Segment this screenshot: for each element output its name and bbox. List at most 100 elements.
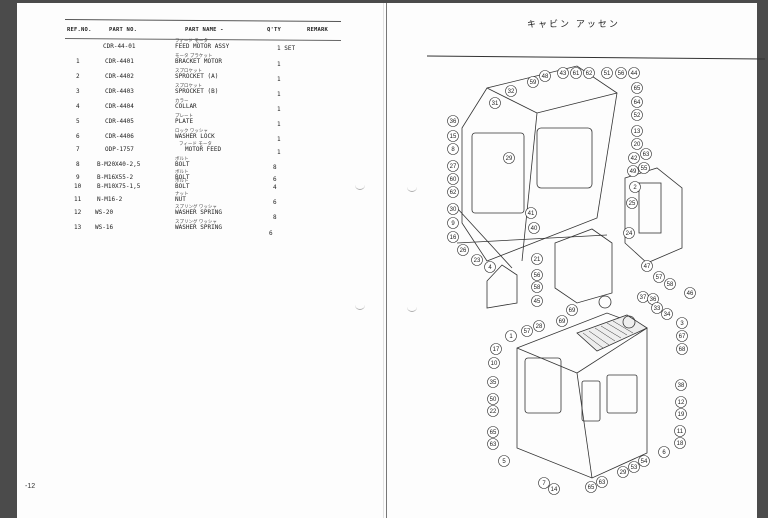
part-no: CDR-4402 — [105, 73, 134, 80]
part-qty: 4 — [273, 184, 277, 191]
svg-text:56: 56 — [534, 273, 541, 279]
svg-text:20: 20 — [634, 142, 641, 148]
table-row: 11 N-M16-2 ナット NUT 6 — [17, 191, 377, 206]
header-qty: Q'TY — [267, 27, 282, 33]
svg-text:58: 58 — [667, 282, 674, 288]
binder-hole — [355, 301, 365, 310]
svg-text:49: 49 — [630, 169, 637, 175]
callout-56b: 56 — [531, 269, 543, 281]
part-qty: 1 — [277, 149, 281, 156]
table-row: 6 CDR-4406 ロック ワッシャ WASHER LOCK 1 — [17, 128, 377, 143]
part-qty: 1 — [277, 91, 281, 98]
svg-text:44: 44 — [631, 71, 638, 77]
svg-text:11: 11 — [677, 429, 684, 435]
page-fold — [386, 3, 387, 518]
header-remark: REMARK — [307, 27, 329, 33]
part-kana: モータ ブラケット — [175, 54, 213, 59]
callout-57b: 57 — [521, 325, 533, 337]
svg-text:29: 29 — [620, 470, 627, 476]
svg-text:59: 59 — [530, 80, 537, 86]
svg-text:42: 42 — [631, 156, 638, 162]
svg-text:63: 63 — [643, 152, 650, 158]
callout-23: 23 — [471, 254, 483, 266]
ref-no: 12 — [74, 209, 82, 216]
svg-text:13: 13 — [634, 129, 641, 135]
part-qty: 1 — [277, 106, 281, 113]
svg-text:65: 65 — [588, 485, 595, 491]
callout-41: 41 — [525, 207, 537, 219]
part-qty: 6 — [269, 230, 273, 237]
callout-29b: 29 — [617, 466, 629, 478]
svg-text:2: 2 — [633, 185, 637, 191]
callout-38: 38 — [675, 379, 687, 391]
svg-text:16: 16 — [450, 235, 457, 241]
ref-no: 13 — [74, 224, 82, 231]
callout-64: 64 — [631, 96, 643, 108]
part-name: BOLT — [175, 183, 190, 190]
part-kana: フィード モータ — [179, 142, 212, 147]
table-row: 2 CDR-4402 スプロケット SPROCKET (A) 1 — [17, 68, 377, 83]
svg-text:28: 28 — [536, 324, 543, 330]
ref-no: 9 — [76, 174, 80, 181]
svg-text:51: 51 — [604, 71, 611, 77]
callout-28: 28 — [533, 320, 545, 332]
callout-8: 8 — [447, 143, 459, 155]
part-no: B-M10X75-1,5 — [97, 183, 141, 190]
svg-text:22: 22 — [490, 409, 497, 415]
svg-text:62: 62 — [450, 190, 457, 196]
svg-text:68: 68 — [679, 347, 686, 353]
svg-text:8: 8 — [451, 147, 455, 153]
svg-text:56: 56 — [618, 71, 625, 77]
svg-text:19: 19 — [678, 412, 685, 418]
callout-63b: 63 — [487, 438, 499, 450]
callout-48: 48 — [539, 70, 551, 82]
table-row: 10 B-M10X75-1,5 ボルト BOLT 4 — [17, 178, 377, 192]
part-name: BRACKET MOTOR — [175, 58, 222, 65]
table-row: 4 CDR-4404 カラー COLLAR 1 — [17, 98, 377, 113]
callout-31: 31 — [489, 97, 501, 109]
svg-text:30: 30 — [450, 207, 457, 213]
part-kana: プレート — [175, 114, 193, 119]
svg-text:61: 61 — [573, 71, 580, 77]
part-kana: ロック ワッシャ — [175, 129, 208, 134]
svg-text:69: 69 — [559, 319, 566, 325]
callout-51: 51 — [601, 67, 613, 79]
callout-35: 35 — [487, 376, 499, 388]
callout-69: 69 — [566, 304, 578, 316]
part-no: CDR-4403 — [105, 88, 134, 95]
binder-hole — [355, 181, 365, 190]
callout-22: 22 — [487, 405, 499, 417]
svg-text:47: 47 — [644, 264, 651, 270]
part-kana: スプリング ワッシャ — [175, 220, 217, 225]
callout-34: 34 — [661, 308, 673, 320]
part-kana: ナット — [175, 192, 189, 197]
callout-26: 26 — [457, 244, 469, 256]
svg-text:57: 57 — [524, 329, 531, 335]
svg-text:41: 41 — [528, 211, 535, 217]
callout-62b: 62 — [447, 186, 459, 198]
callout-52: 52 — [631, 109, 643, 121]
svg-text:1: 1 — [509, 334, 513, 340]
callout-4: 4 — [484, 261, 496, 273]
svg-text:48: 48 — [542, 74, 549, 80]
svg-text:32: 32 — [508, 89, 515, 95]
svg-text:7: 7 — [542, 481, 546, 487]
callout-32: 32 — [505, 85, 517, 97]
svg-text:63: 63 — [490, 442, 497, 448]
svg-text:52: 52 — [634, 113, 641, 119]
binder-hole — [407, 183, 417, 192]
part-qty: 8 — [273, 164, 277, 171]
svg-text:55: 55 — [641, 166, 648, 172]
callout-69b: 69 — [556, 315, 568, 327]
svg-text:62: 62 — [586, 71, 593, 77]
svg-text:6: 6 — [662, 450, 666, 456]
callout-12: 12 — [675, 396, 687, 408]
callout-44: 44 — [628, 67, 640, 79]
svg-text:9: 9 — [451, 221, 455, 227]
svg-text:27: 27 — [450, 164, 457, 170]
svg-text:36: 36 — [450, 119, 457, 125]
part-name: WASHER SPRING — [175, 224, 222, 231]
callout-36: 36 — [447, 115, 459, 127]
svg-text:12: 12 — [678, 400, 685, 406]
callout-58b: 58 — [664, 278, 676, 290]
